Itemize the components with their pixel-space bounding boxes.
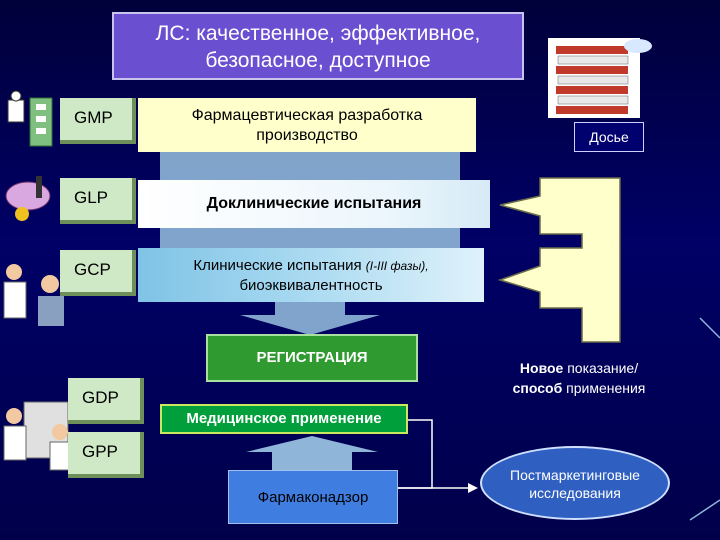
microscope-icon: [5, 176, 51, 221]
registration-box: РЕГИСТРАЦИЯ: [206, 334, 418, 382]
pharmacovigilance-box: Фармаконадзор: [228, 470, 398, 524]
new-indication-rest: показание/: [567, 360, 639, 376]
decor-line: [689, 499, 720, 521]
medical-use-box: Медицинское применение: [160, 404, 408, 434]
postmarket-link-arrowhead: [468, 483, 478, 493]
new-indication-box: Новое показание/ способ применения: [490, 352, 668, 408]
gmp-tag: GMP: [60, 98, 136, 144]
main-flow-arrow: [160, 150, 460, 335]
pharma-development-line-1: Фармацевтическая разработка: [191, 107, 423, 124]
dossier-box: Досье: [574, 122, 644, 152]
new-method-bold: способ: [512, 380, 563, 396]
new-method-rest: применения: [566, 380, 646, 396]
gpp-tag: GPP: [68, 432, 144, 478]
doctors-icon: [3, 264, 64, 326]
pharma-development-line-2: производство: [256, 127, 358, 144]
title-line-1: ЛС: качественное, эффективное,: [155, 22, 481, 45]
gcp-tag: GCP: [60, 250, 136, 296]
postmarketing-line-2: исследования: [529, 485, 621, 501]
decor-line: [699, 317, 720, 339]
clinical-phases-label: (I-III фазы),: [365, 259, 429, 273]
title-box: ЛС: качественное, эффективное, безопасно…: [112, 12, 524, 80]
preclinical-trials-box: Доклинические испытания: [138, 180, 490, 228]
postmarketing-line-1: Постмаркетинговые: [510, 467, 640, 483]
feedback-arrow: [497, 177, 621, 343]
title-line-2: безопасное, доступное: [205, 49, 431, 72]
bioequivalence-label: биоэквивалентность: [239, 277, 383, 294]
pv-up-arrow: [246, 436, 378, 470]
pharma-development-box: Фармацевтическая разработка производство: [138, 98, 476, 152]
pharmacy-icon: [3, 401, 73, 471]
new-indication-bold: Новое: [519, 360, 564, 376]
postmarketing-studies-ellipse: Постмаркетинговые исследования: [480, 446, 670, 520]
clinical-trials-label: Клинические испытания: [193, 257, 362, 274]
books-icon: [548, 38, 652, 118]
glp-tag: GLP: [60, 178, 136, 224]
clinical-trials-box: Клинические испытания (I-III фазы), биоэ…: [138, 248, 484, 302]
gdp-tag: GDP: [68, 378, 144, 424]
lab-equipment-icon: [7, 90, 53, 147]
